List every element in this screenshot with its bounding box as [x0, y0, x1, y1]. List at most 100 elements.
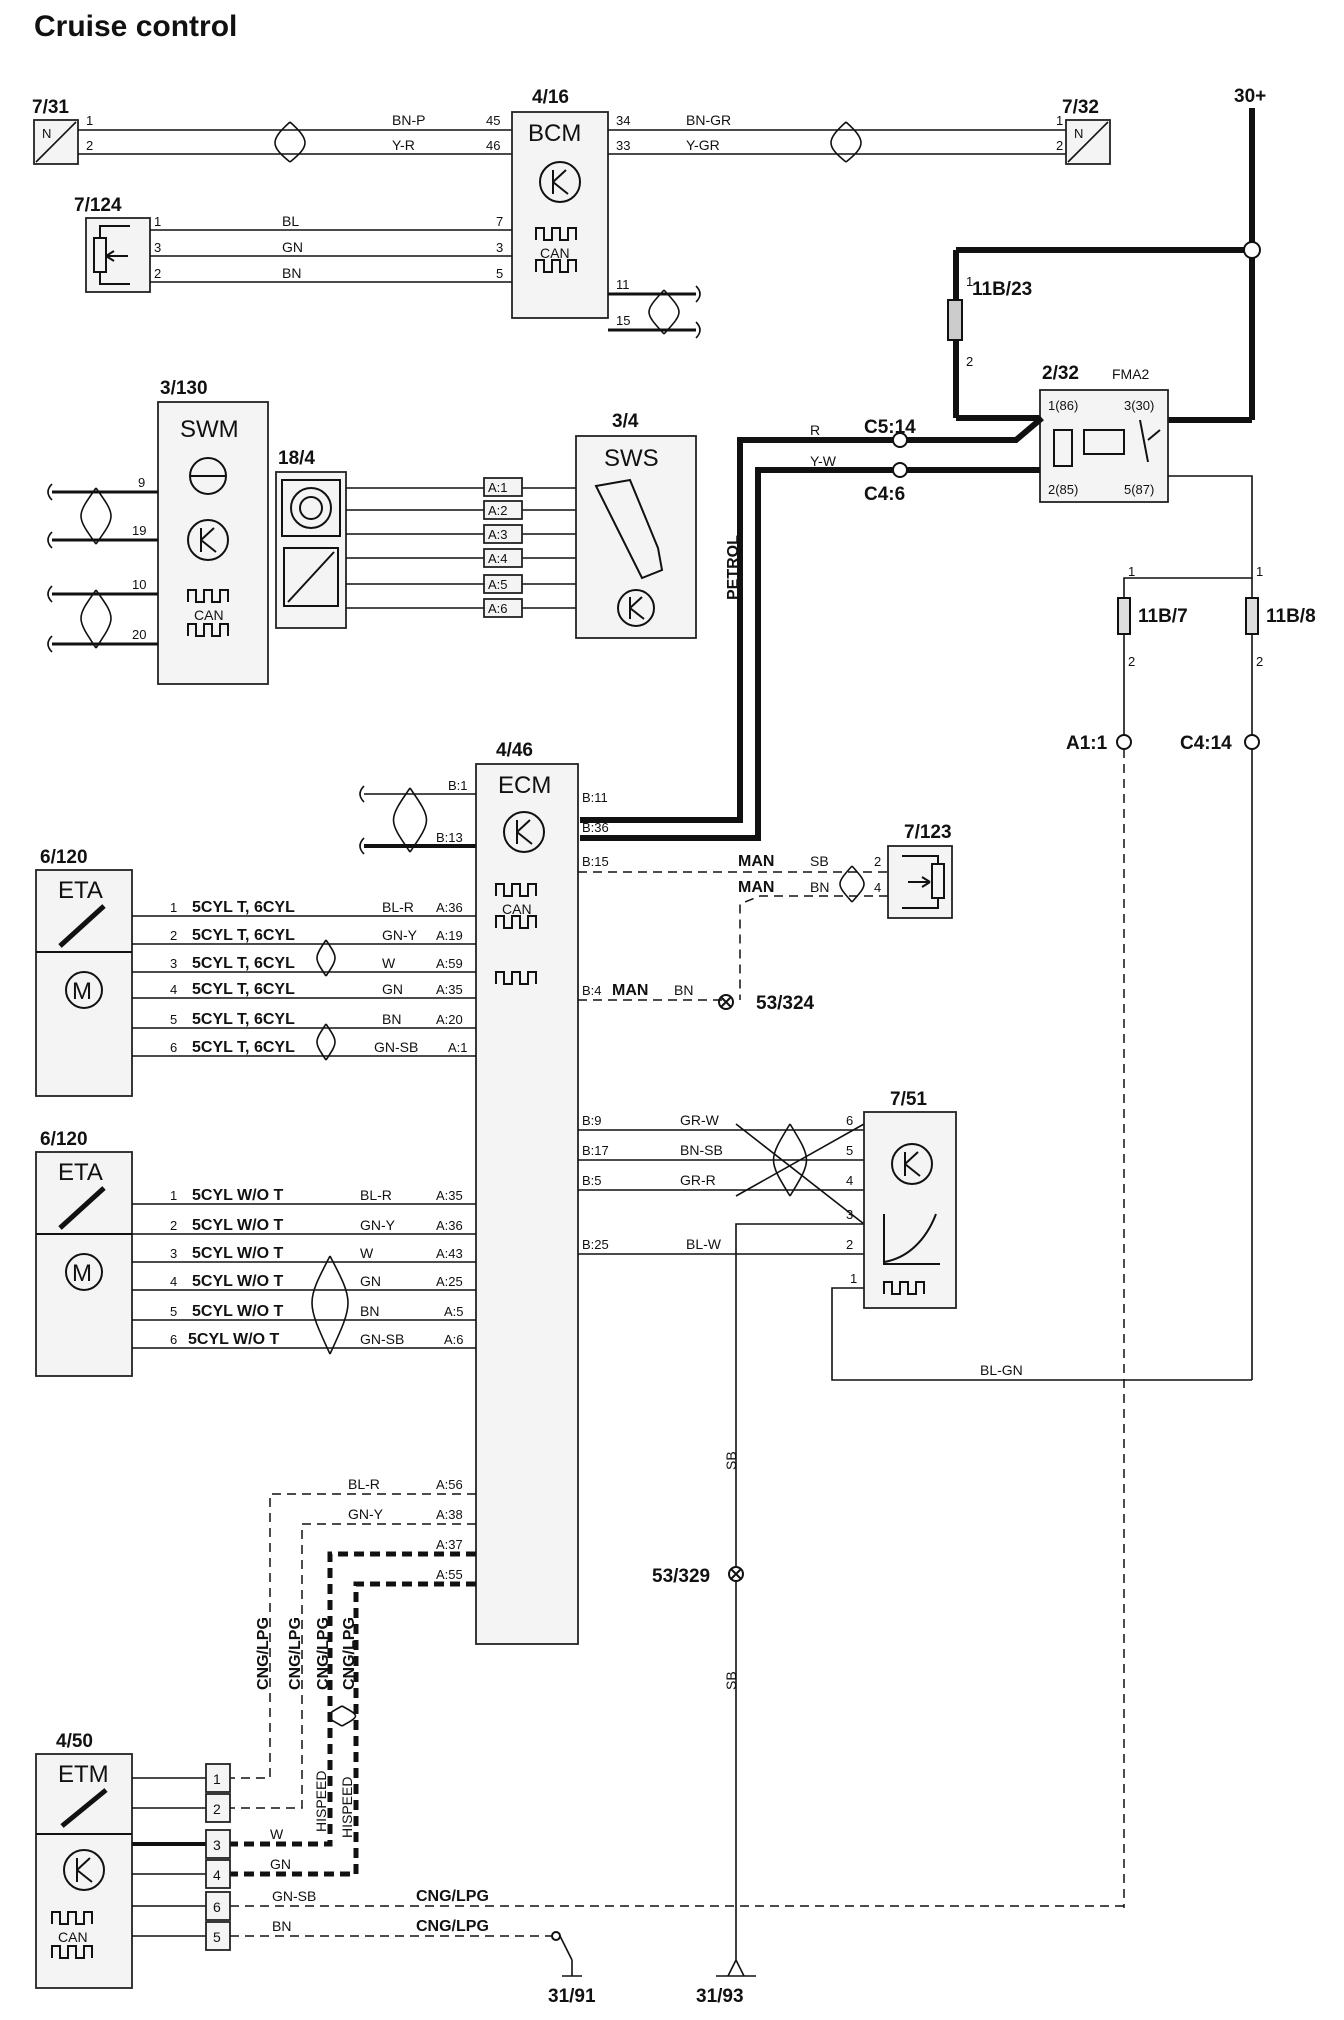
wire-color: GR-R — [680, 1172, 716, 1188]
wire-pin: 1 — [154, 214, 161, 229]
variant-cng: CNG/LPG — [341, 1617, 358, 1690]
variant-label: 5CYL W/O T — [192, 1217, 283, 1234]
connector-c5-14: C5:14 — [864, 417, 916, 438]
component-eta-2: 6/120 ETA M — [35, 1129, 133, 1377]
bcm-pin: 45 — [486, 113, 500, 128]
connector-c4-6: C4:6 — [864, 484, 905, 505]
etm-pin: 2 — [213, 1801, 221, 1817]
wire-pin: 3 — [154, 240, 161, 255]
component-ecm-bus: CAN — [502, 901, 532, 917]
wire-color: BN — [810, 879, 829, 895]
component-etm-id: 4/50 — [56, 1731, 93, 1752]
component-ecm: 4/46 ECM CAN — [475, 740, 579, 1645]
component-etm: 4/50 ETM CAN — [35, 1731, 133, 1989]
motor-symbol: M — [72, 978, 92, 1005]
ecm-pin: A:6 — [444, 1332, 464, 1347]
ecm-pin: A:37 — [436, 1537, 463, 1552]
component-eta-2-id: 6/120 — [40, 1129, 88, 1150]
variant-label: 5CYL T, 6CYL — [192, 1039, 295, 1056]
ecm-pin: A:59 — [436, 956, 463, 971]
wire-color: GN-Y — [348, 1506, 384, 1522]
wire-pin: 4 — [170, 982, 177, 997]
variant-man: MAN — [612, 982, 648, 999]
component-eta-2-name: ETA — [58, 1159, 103, 1186]
fuse-pin: 2 — [966, 354, 973, 369]
wire-color: BN-P — [392, 112, 425, 128]
variant-label: 5CYL W/O T — [192, 1187, 283, 1204]
bcm-pin: 15 — [616, 313, 630, 328]
wire-pin: 1 — [170, 1188, 177, 1203]
variant-cng: CNG/LPG — [287, 1617, 304, 1690]
component-7-124: 7/124 — [74, 195, 151, 293]
component-swm: 3/130 SWM CAN — [157, 378, 269, 685]
component-7-31-symbol: N — [42, 126, 51, 141]
sws-pin: A:5 — [488, 577, 508, 592]
bcm-pin: 33 — [616, 138, 630, 153]
ecm-pin: B:15 — [582, 854, 609, 869]
component-eta-1-name: ETA — [58, 877, 103, 904]
wire-color: GR-W — [680, 1112, 720, 1128]
swm-pin: 9 — [138, 475, 145, 490]
ecm-pin: A:38 — [436, 1507, 463, 1522]
wire-color: GN — [382, 981, 403, 997]
component-7-123-id: 7/123 — [904, 822, 952, 843]
variant-label: 5CYL W/O T — [192, 1273, 283, 1290]
component-sws-name: SWS — [604, 445, 659, 472]
wire-color: GN — [360, 1273, 381, 1289]
component-18-4-id: 18/4 — [278, 448, 315, 469]
component-swm-bus: CAN — [194, 607, 224, 623]
variant-cng: CNG/LPG — [416, 1888, 489, 1905]
ground-31-93: 31/93 — [696, 1908, 756, 2007]
ecm-pin: A:25 — [436, 1274, 463, 1289]
ecm-pin: A:36 — [436, 1218, 463, 1233]
ecm-pin: B:13 — [436, 830, 463, 845]
wire-pin: 3 — [170, 1246, 177, 1261]
connector-a1-1: A1:1 — [1066, 733, 1108, 754]
ecm-pin: A:20 — [436, 1012, 463, 1027]
connector-c4-14: C4:14 — [1180, 733, 1232, 754]
sws-pin: A:2 — [488, 503, 508, 518]
variant-label: 5CYL T, 6CYL — [192, 1011, 295, 1028]
wire-pin: 2 — [170, 928, 177, 943]
etm-pin: 6 — [213, 1899, 221, 1915]
component-ecm-name: ECM — [498, 772, 551, 799]
wire-pin: 1 — [850, 1271, 857, 1286]
wire-color: BL-R — [360, 1187, 392, 1203]
wire-pin: 5 — [170, 1304, 177, 1319]
component-7-51-id: 7/51 — [890, 1089, 927, 1110]
relay-pin: 2(85) — [1048, 482, 1078, 497]
component-7-32-symbol: N — [1074, 126, 1083, 141]
swm-pin: 20 — [132, 627, 146, 642]
wire-pin: 1 — [86, 113, 93, 128]
relay-pin: 1(86) — [1048, 398, 1078, 413]
ecm-pin: B:1 — [448, 778, 468, 793]
bcm-pin: 34 — [616, 113, 630, 128]
variant-hispeed: HISPEED — [313, 1771, 329, 1832]
ecm-pin: A:43 — [436, 1246, 463, 1261]
ecm-pin: A:35 — [436, 982, 463, 997]
wire-pin: 4 — [874, 880, 881, 895]
wire-color: R — [810, 422, 820, 438]
wire-pin: 6 — [170, 1332, 177, 1347]
relay-pin: 3(30) — [1124, 398, 1154, 413]
variant-man: MAN — [738, 853, 774, 870]
fuse-pin: 1 — [1256, 564, 1263, 579]
wire-color: BL-W — [686, 1236, 722, 1252]
variant-label: 5CYL T, 6CYL — [192, 899, 295, 916]
wire-pin: 3 — [846, 1207, 853, 1222]
wire-color: W — [270, 1826, 284, 1842]
variant-cng: CNG/LPG — [255, 1617, 272, 1690]
sws-pin: A:6 — [488, 601, 508, 616]
wire-color: GN — [282, 239, 303, 255]
component-7-32-id: 7/32 — [1062, 97, 1099, 118]
wire-pin: 1 — [170, 900, 177, 915]
wire-pin: 2 — [170, 1218, 177, 1233]
wire-color: Y-W — [810, 453, 837, 469]
relay-id: 2/32 — [1042, 363, 1079, 384]
component-18-4: 18/4 — [275, 448, 347, 629]
component-sws: 3/4 SWS — [575, 411, 697, 639]
wire-pin: 2 — [846, 1237, 853, 1252]
variant-cng: CNG/LPG — [315, 1617, 332, 1690]
fuse-11b-7-id: 11B/7 — [1138, 606, 1188, 627]
